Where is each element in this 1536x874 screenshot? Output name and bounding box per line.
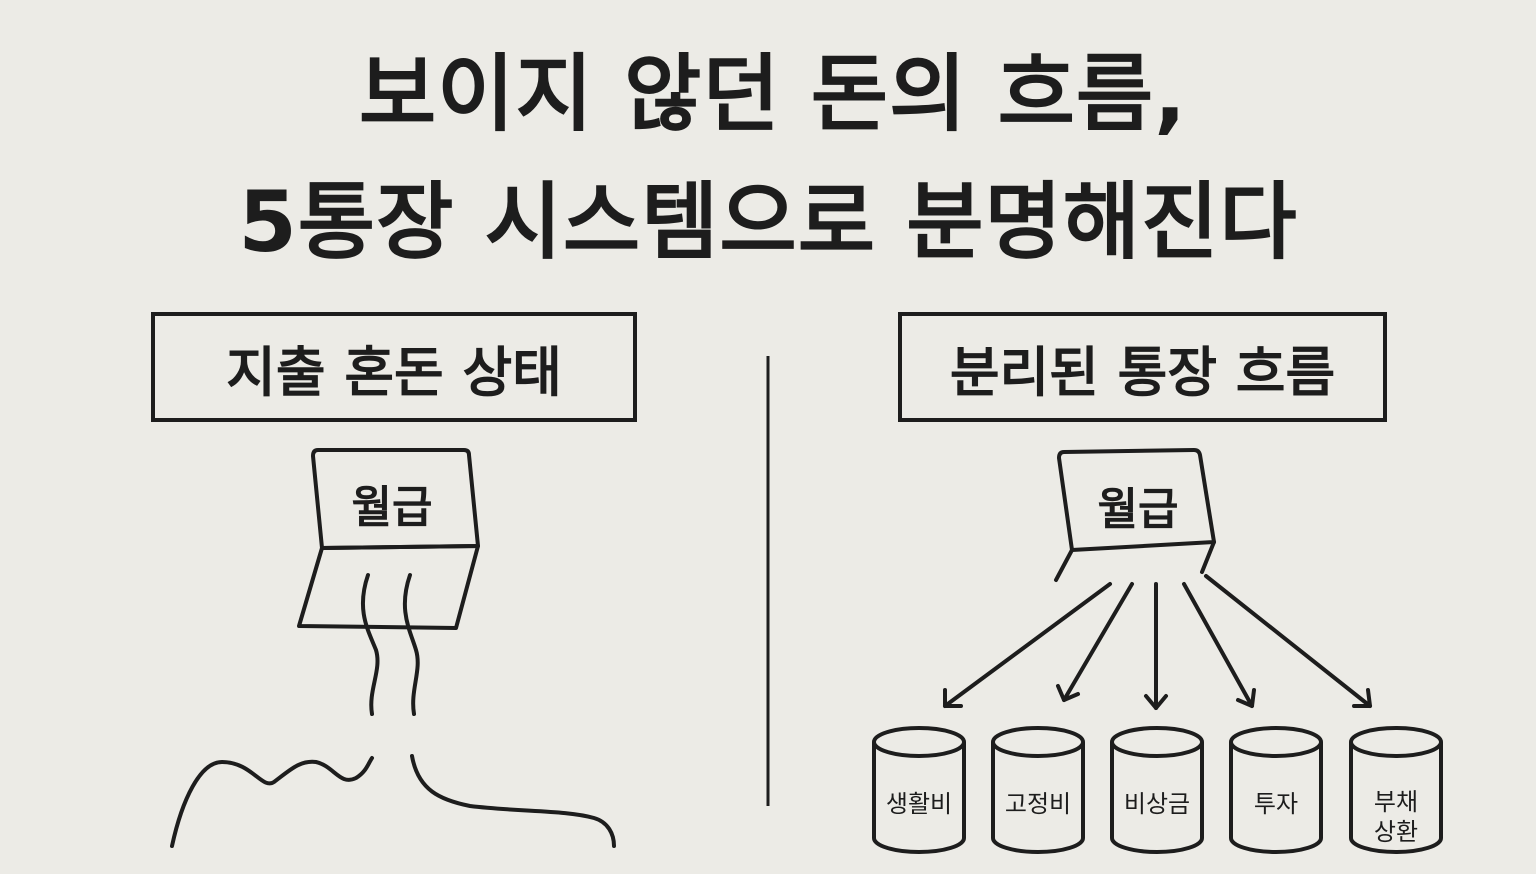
cylinder-fixed-costs <box>991 726 1085 854</box>
arrowhead-living-expenses <box>943 688 963 708</box>
cylinder-emergency-fund <box>1110 726 1204 854</box>
right-laptop-base <box>1054 548 1074 582</box>
account-label-fixed-costs: 고정비 <box>1005 790 1071 818</box>
left-panel-heading: 지출 혼돈 상태 <box>151 312 637 422</box>
page-title-line-2: 5통장 시스템으로 분명해진다 <box>238 173 1298 271</box>
cylinder-investment <box>1229 726 1323 854</box>
arrow-to-fixed-costs <box>1062 582 1134 702</box>
stream-line-2 <box>402 573 420 716</box>
left-salary-label: 월급 <box>352 482 433 533</box>
account-label-debt-line-1: 부채 <box>1374 788 1418 816</box>
right-laptop-corner <box>1200 540 1216 574</box>
account-label-investment: 투자 <box>1254 790 1298 818</box>
left-money-streams <box>170 573 616 848</box>
scribble-line-right <box>410 754 616 848</box>
arrow-to-investment <box>1182 582 1254 708</box>
account-label-debt-line-2: 상환 <box>1374 818 1418 846</box>
flow-arrows <box>943 574 1372 710</box>
left-salary-laptop <box>297 448 480 630</box>
scribble-line-left <box>170 756 374 848</box>
account-cylinders <box>872 726 1443 854</box>
stream-line-1 <box>360 573 380 716</box>
right-salary-label: 월급 <box>1098 484 1179 535</box>
arrow-to-debt-repayment <box>1204 574 1372 708</box>
cylinder-debt-repayment <box>1349 726 1443 854</box>
arrow-to-living-expenses <box>943 582 1112 708</box>
page-title-line-1: 보이지 않던 돈의 흐름, <box>358 45 1188 143</box>
left-laptop-base <box>297 544 480 630</box>
cylinder-living-expenses <box>872 726 966 854</box>
right-panel-heading: 분리된 통장 흐름 <box>898 312 1387 422</box>
account-label-emergency-fund: 비상금 <box>1124 790 1190 818</box>
right-salary-laptop <box>1054 448 1216 582</box>
arrowhead-fixed-costs <box>1056 684 1080 702</box>
arrowhead-emergency-fund <box>1144 694 1168 710</box>
arrowhead-investment <box>1236 688 1256 708</box>
account-label-living-expenses: 생활비 <box>886 790 952 818</box>
arrowhead-debt-repayment <box>1352 688 1372 708</box>
